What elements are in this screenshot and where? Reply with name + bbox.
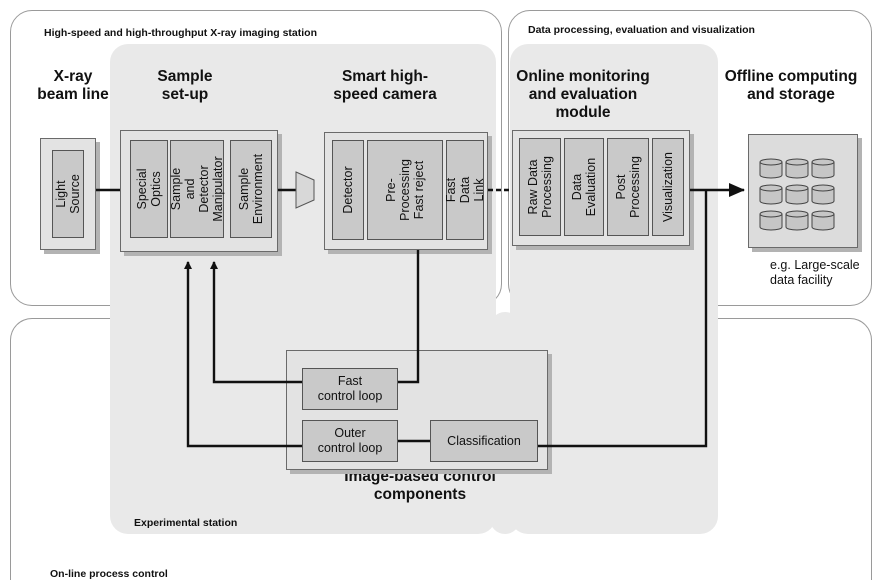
control-components-heading: Image-based control components [344, 468, 496, 503]
camera-heading: Smart high- speed camera [333, 68, 437, 103]
offline-heading: Offline computing and storage [724, 68, 858, 103]
database-icon [785, 210, 809, 231]
post-processing-block: Post Processing [607, 138, 649, 236]
raw-data-processing-block: Raw Data Processing [519, 138, 561, 236]
database-icon [785, 184, 809, 205]
database-icon [759, 184, 783, 205]
light-source-block: Light Source [52, 150, 84, 238]
database-icon [811, 158, 835, 179]
detector-block: Detector [332, 140, 364, 240]
storage-note: e.g. Large-scale data facility [770, 258, 860, 287]
imaging-station-label: High-speed and high-throughput X-ray ima… [44, 27, 317, 39]
experimental-station-label: Experimental station [134, 517, 238, 529]
database-icon [811, 210, 835, 231]
beam-line-heading: X-ray beam line [37, 68, 109, 103]
fast-data-link-block: Fast Data Link [444, 140, 486, 240]
online-process-control-label: On-line process control [50, 568, 168, 580]
outer-control-loop-block: Outer control loop [302, 420, 398, 462]
database-icon [811, 184, 835, 205]
monitoring-heading: Online monitoring and evaluation module [516, 68, 650, 121]
sample-detector-manipulator-block: Sample and Detector Manipulator [169, 140, 225, 238]
fast-control-loop-block: Fast control loop [302, 368, 398, 410]
sample-environment-block: Sample Environment [230, 140, 272, 238]
classification-block: Classification [430, 420, 538, 462]
fast-loop-line [398, 250, 420, 384]
database-icon [759, 158, 835, 231]
visualization-block: Visualization [652, 138, 684, 236]
fast-loop-feedback-arrow [210, 261, 302, 384]
sample-setup-heading: Sample set-up [157, 68, 213, 103]
preprocessing-block: Pre- Processing Fast reject [367, 140, 443, 240]
classification-feedback-line [538, 190, 708, 448]
database-icon [759, 158, 783, 179]
database-icon [759, 210, 783, 231]
data-processing-label: Data processing, evaluation and visualiz… [528, 24, 755, 36]
data-evaluation-block: Data Evaluation [564, 138, 604, 236]
special-optics-block: Special Optics [130, 140, 168, 238]
beam-cone [295, 171, 315, 209]
outer-loop-feedback-arrow [184, 261, 302, 448]
database-icon [785, 158, 809, 179]
